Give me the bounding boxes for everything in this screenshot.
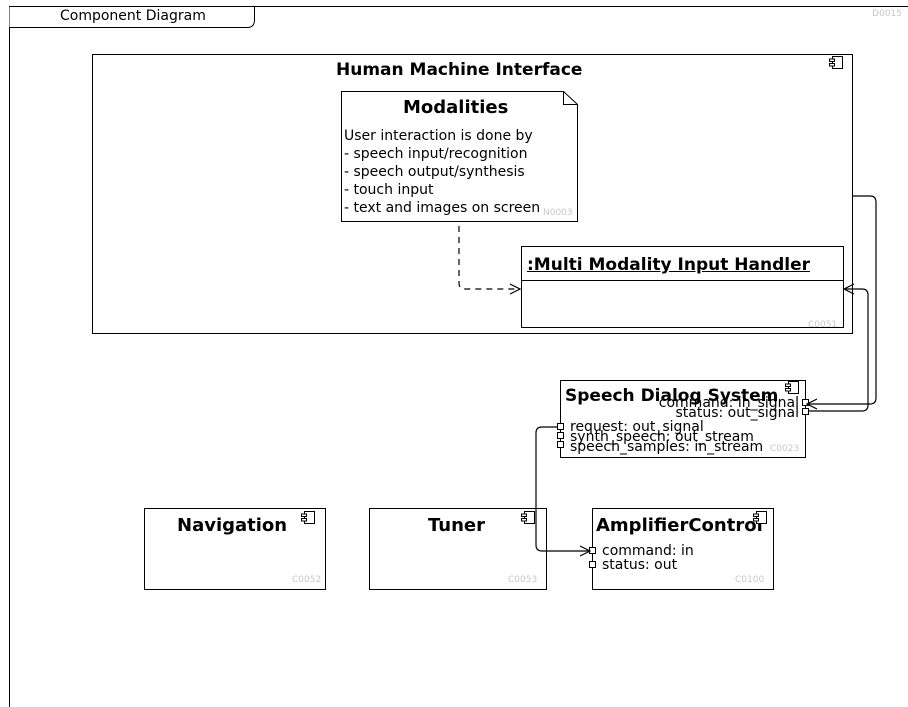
tuner-title: Tuner [428, 515, 486, 536]
sds-port-label: synth_speech: out_stream [570, 429, 754, 445]
navigation-id: C0052 [292, 575, 322, 585]
note-line: - speech input/recognition [344, 146, 528, 162]
sds-port-synth-speech[interactable] [557, 432, 564, 439]
sds-port-command[interactable] [802, 399, 809, 406]
component-icon [753, 511, 767, 524]
tuner-id: C0053 [508, 575, 538, 585]
amp-port-label: command: in [602, 543, 694, 559]
sds-title: Speech Dialog System [565, 386, 779, 406]
diagram-id: D0015 [872, 9, 902, 19]
sds-port-speech-samples[interactable] [557, 441, 564, 448]
hmi-title: Human Machine Interface [336, 60, 583, 80]
diagram-tab [9, 6, 255, 28]
component-icon [521, 511, 535, 524]
note-line: - touch input [344, 182, 434, 198]
component-icon [785, 381, 799, 394]
diagram-frame [9, 6, 908, 707]
component-icon [301, 511, 315, 524]
navigation-title: Navigation [177, 515, 288, 536]
amp-port-command[interactable] [589, 547, 596, 554]
note-line: User interaction is done by [344, 128, 533, 144]
amp-id: C0100 [735, 575, 765, 585]
note-title: Modalities [403, 97, 509, 118]
amplifier-title: AmplifierControl [596, 515, 763, 536]
component-icon [829, 56, 843, 69]
diagram-title: Component Diagram [60, 8, 206, 24]
input-handler-separator [521, 280, 844, 281]
amp-port-status[interactable] [589, 561, 596, 568]
note-line: - text and images on screen [344, 200, 541, 216]
amp-port-label: status: out [602, 557, 678, 573]
note-line: - speech output/synthesis [344, 164, 525, 180]
speech-dialog-system-component[interactable] [560, 380, 806, 458]
sds-port-request[interactable] [557, 423, 564, 430]
input-handler-component[interactable] [521, 246, 844, 328]
sds-port-label: speech_samples: in_stream [570, 439, 764, 455]
sds-id: C0023 [770, 444, 800, 454]
navigation-component[interactable] [144, 508, 326, 590]
amplifier-control-component[interactable] [592, 508, 774, 590]
sds-port-label: command: in_signal [658, 395, 799, 411]
sds-port-label: request: out_signal [570, 419, 704, 435]
note-id: N0003 [543, 208, 573, 218]
sds-port-status[interactable] [802, 408, 809, 415]
input-handler-title: :Multi Modality Input Handler [527, 255, 810, 275]
input-handler-id: C0051 [808, 320, 838, 330]
sds-port-label: status: out_signal [675, 405, 799, 421]
